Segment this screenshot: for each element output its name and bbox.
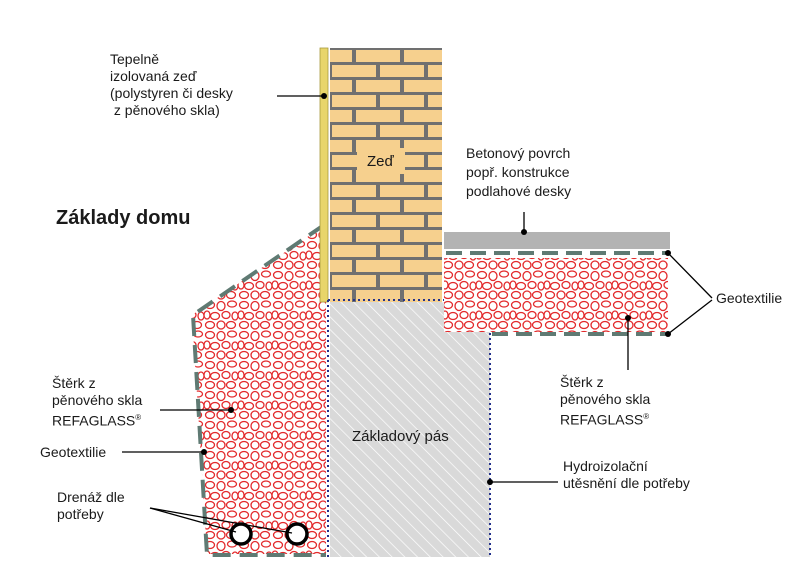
diagram-title: Základy domu (56, 207, 191, 229)
leader-dot (665, 331, 671, 337)
leader-dot (487, 479, 493, 485)
foundation-footing (330, 302, 490, 557)
gravel-left-brand: REFAGLASS (52, 412, 136, 429)
wall-label: Zeď (367, 153, 394, 170)
left-gravel-backfill (192, 225, 326, 554)
leader-drain-2 (149, 507, 293, 534)
leader-geotextile-top (667, 252, 713, 299)
leader-geotextile-bottom (667, 299, 713, 335)
drainage-label: Drenáž dle potřeby (57, 489, 125, 522)
concrete-slab (444, 232, 670, 249)
leader-dot (201, 449, 207, 455)
right-gravel-layer (444, 258, 668, 332)
gravel-left-label: Štěrk z pěnového skla REFAGLASS® (52, 375, 143, 429)
leader-dot (665, 250, 671, 256)
leader-dot (228, 407, 234, 413)
footing-label: Základový pás (352, 428, 449, 445)
geotextile-right-label: Geotextilie (716, 290, 783, 306)
insulated-wall-label: Tepelně izolovaná zeď (polystyren či des… (110, 51, 233, 118)
geotextile-left-label: Geotextilie (40, 444, 107, 460)
slab-label: Betonový povrch popř. konstrukce podlaho… (466, 145, 572, 199)
gravel-right-label: Štěrk z pěnového skla REFAGLASS® (560, 374, 651, 428)
wall-label-box (357, 148, 405, 174)
leader-dot (321, 93, 327, 99)
leader-dot (625, 315, 631, 321)
drain-pipe-icon (285, 522, 309, 546)
gravel-right-brand: REFAGLASS (560, 411, 644, 428)
leader-drain-1 (149, 507, 237, 533)
left-geotextile-line (190, 223, 326, 557)
leader-dot (521, 229, 527, 235)
registered-mark: ® (643, 412, 650, 421)
waterproofing-label: Hydroizolační utěsnění dle potřeby (563, 458, 690, 491)
registered-mark: ® (135, 413, 142, 422)
brick-wall (330, 48, 442, 302)
drain-pipe-icon (229, 522, 253, 546)
wall-insulation (319, 47, 329, 303)
